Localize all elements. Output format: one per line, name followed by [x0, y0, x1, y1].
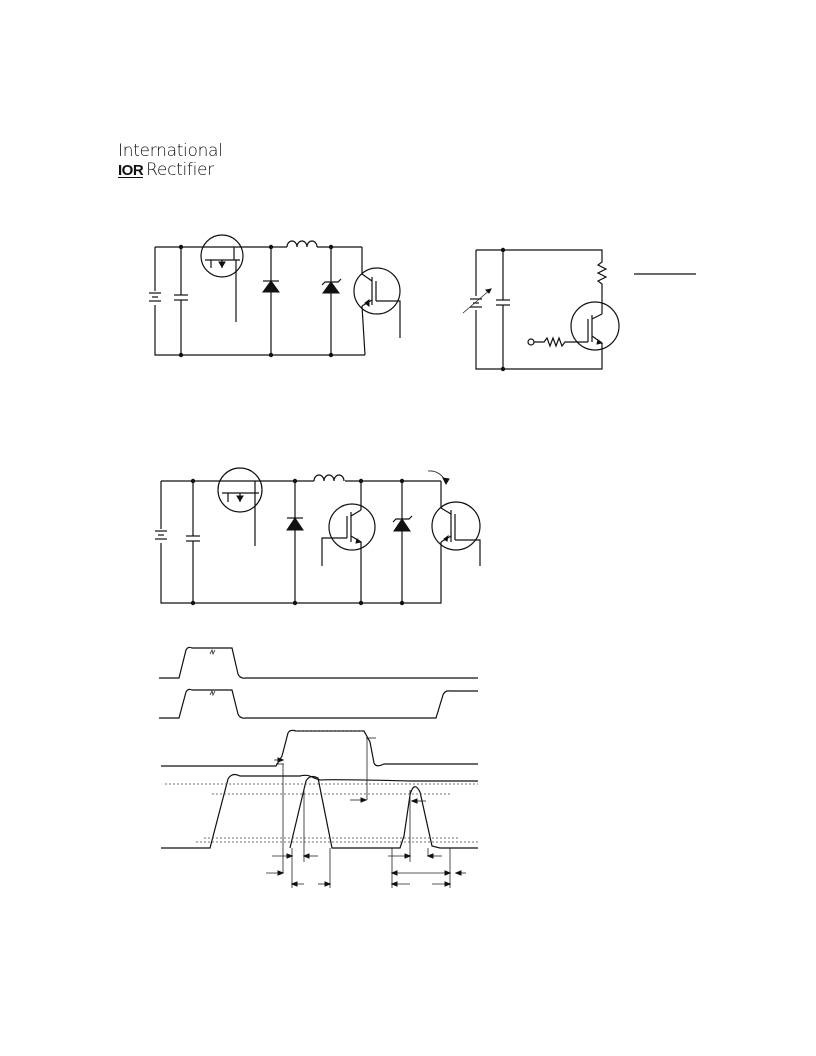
zener-diode-icon [321, 247, 342, 355]
waveform-2 [159, 688, 478, 719]
battery-icon [148, 291, 162, 305]
diode-icon [262, 247, 280, 355]
inductor-icon [286, 240, 318, 248]
current-arrow-icon [427, 470, 447, 483]
logo-text-rectifier: Rectifier [146, 160, 214, 180]
capacitor-icon [496, 250, 510, 369]
gate-resistor-icon [534, 336, 566, 348]
diode-icon [286, 481, 304, 603]
gate-terminal-icon [527, 338, 535, 346]
mosfet-icon [200, 234, 244, 322]
company-logo: International IOR Rectifier [118, 143, 223, 179]
circuit-top-right [462, 247, 696, 372]
igbt-icon [353, 247, 401, 356]
igbt-icon [566, 301, 620, 351]
waveform-4 [161, 773, 478, 849]
waveform-1 [159, 646, 478, 679]
waveform-3 [161, 729, 478, 767]
break-mark-icon [209, 648, 216, 656]
variable-supply-icon [462, 288, 492, 314]
circuit-middle [154, 467, 481, 606]
zener-diode-icon [392, 481, 413, 603]
logo-ior-mark: IOR [118, 161, 144, 179]
break-mark-icon [209, 689, 216, 697]
load-resistor-icon [596, 258, 608, 305]
logo-text-international: International [118, 141, 223, 161]
capacitor-icon [174, 247, 188, 355]
mosfet-icon [217, 467, 263, 546]
igbt-icon [431, 500, 481, 566]
inductor-icon [313, 474, 345, 482]
battery-icon [154, 529, 168, 543]
capacitor-icon [186, 481, 200, 603]
igbt-icon [321, 481, 376, 603]
timing-arrows [266, 757, 466, 887]
circuit-top-left [148, 234, 401, 358]
timing-waveforms [159, 646, 478, 888]
